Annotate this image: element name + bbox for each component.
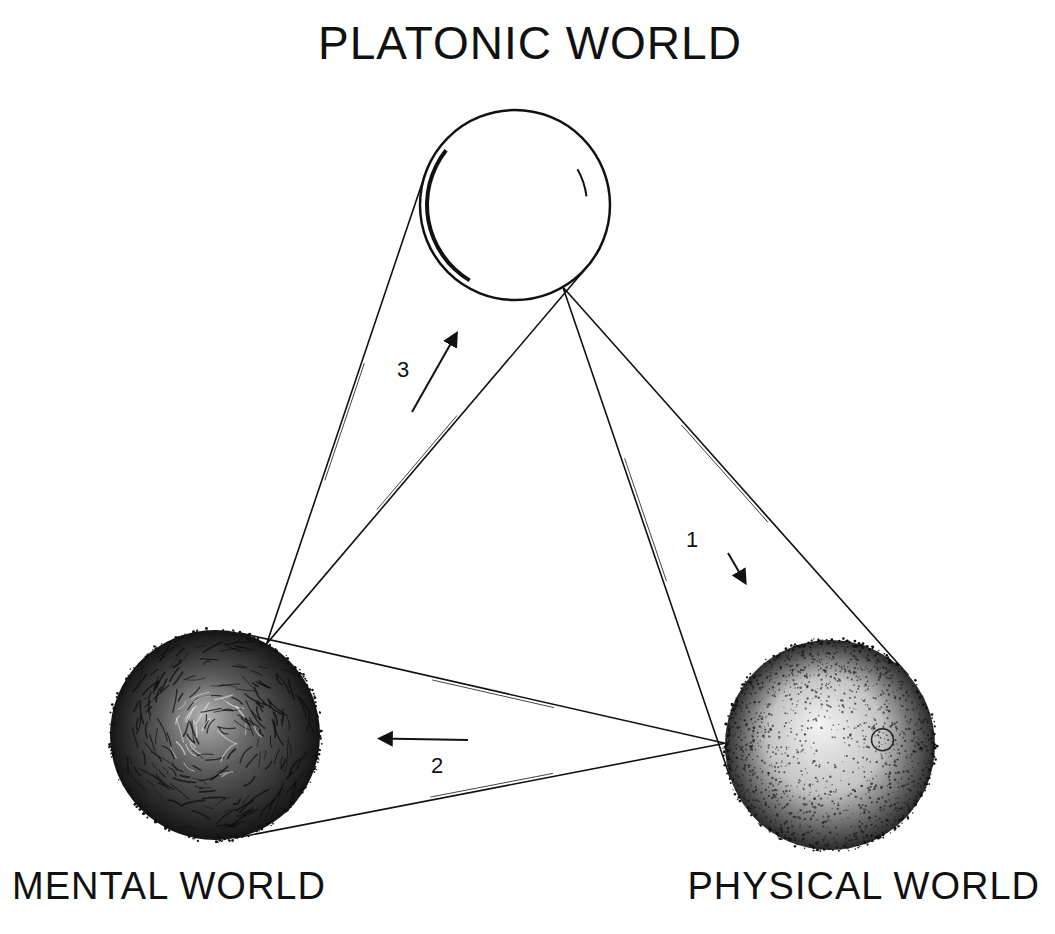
cone-shading [430, 773, 553, 797]
world-sphere: MENTAL WORLD [12, 620, 330, 908]
cone-shading [432, 680, 554, 708]
crater [872, 729, 894, 751]
cone-shading [325, 363, 365, 480]
sphere-stipple [722, 637, 938, 852]
sphere-drawing [100, 620, 330, 850]
cone-shading [681, 425, 767, 522]
world-label: MENTAL WORLD [12, 866, 326, 908]
world-sphere: PHYSICAL WORLD [687, 630, 1040, 908]
world-label: PHYSICAL WORLD [687, 866, 1040, 908]
cone-shading [625, 458, 667, 581]
callout-number: 1 [684, 528, 700, 552]
world-label: PLATONIC WORLD [318, 18, 742, 69]
direction-arrow [728, 553, 745, 582]
sphere-highlight [425, 149, 471, 282]
callout-anchor: 2 [429, 754, 445, 778]
sphere-body [110, 630, 320, 840]
world-sphere: PLATONIC WORLD [318, 18, 742, 310]
callout-anchor: 1 [684, 528, 700, 552]
direction-arrow [412, 334, 456, 412]
sphere-scribble [108, 627, 323, 843]
callout-anchor: 3 [395, 358, 411, 382]
sphere-drawing [715, 630, 945, 860]
sphere-body [725, 640, 935, 850]
cone-shading [377, 416, 457, 510]
sphere-drawing [410, 100, 620, 310]
sphere-highlight [577, 169, 588, 197]
callout-number: 3 [395, 358, 411, 382]
direction-arrow [380, 739, 468, 740]
sphere-outline [420, 110, 610, 300]
callout-number: 2 [429, 754, 445, 778]
